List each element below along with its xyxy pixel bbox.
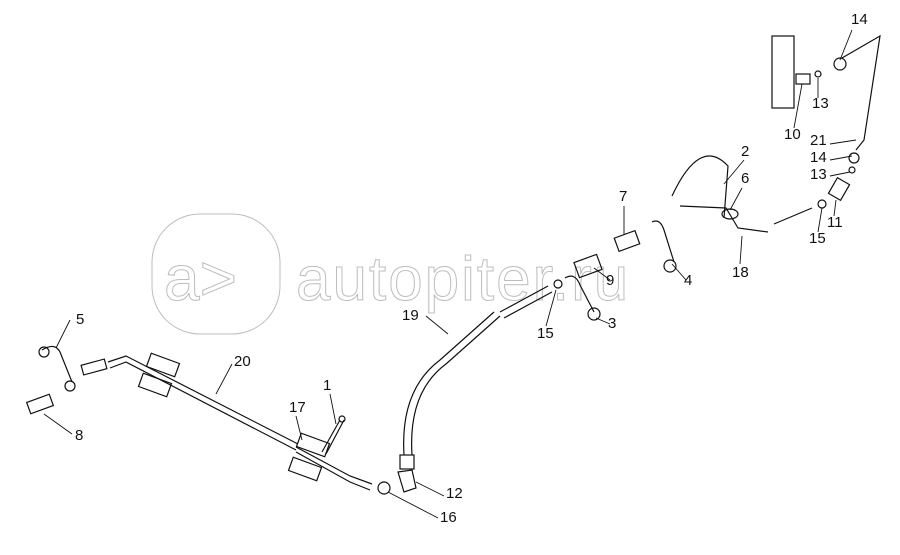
part-filter-body [771, 35, 795, 109]
part-13-washer-top [814, 70, 822, 78]
part-14-nut-top [833, 57, 847, 71]
callout-4: 4 [684, 272, 693, 289]
callout-8: 8 [75, 427, 84, 444]
part-19-hose [399, 285, 553, 470]
callout-18: 18 [732, 264, 749, 281]
part-11-elbow [827, 176, 851, 202]
watermark: a> autopiter.ru [151, 213, 630, 335]
callout-21: 21 [810, 132, 827, 149]
callout-11: 11 [827, 214, 843, 231]
watermark-text: autopiter.ru [296, 245, 630, 314]
callout-5: 5 [76, 311, 85, 328]
callout-10: 10 [784, 126, 801, 143]
callout-13-top: 13 [812, 95, 829, 112]
part-18-pipe [679, 205, 769, 233]
pipe-clamp-right [287, 432, 331, 482]
callout-13-lower: 13 [810, 166, 827, 183]
callout-12: 12 [446, 485, 463, 502]
part-7-fitting [613, 229, 641, 253]
part-3-banjo [564, 275, 601, 321]
parts [25, 34, 881, 495]
leader-lines [43, 29, 857, 519]
part-5-banjo [38, 345, 76, 392]
part-1-bolt [321, 415, 346, 455]
hose-nut-lower [399, 454, 415, 470]
part-20-pipe [80, 355, 373, 491]
part-10-fitting [795, 73, 811, 85]
part-15-washer-right [817, 199, 827, 209]
callout-6: 6 [741, 170, 750, 187]
part-4-banjo [651, 220, 677, 273]
callout-1: 1 [323, 377, 332, 394]
part-14-nut-lower [848, 152, 860, 164]
callout-3: 3 [608, 315, 617, 332]
part-6-grommet [721, 208, 739, 220]
watermark-logo-glyph: a> [164, 242, 237, 314]
callout-16: 16 [440, 509, 457, 526]
callout-7: 7 [619, 188, 628, 205]
callout-15-mid: 15 [537, 325, 554, 342]
part-16-washer [377, 481, 391, 495]
pipe-clamp-left [137, 352, 181, 398]
watermark-logo-frame [151, 213, 281, 335]
part-15-washer [553, 279, 563, 289]
part-2-bracket [671, 155, 729, 219]
part-21-pipe [841, 34, 881, 151]
callout-19: 19 [402, 307, 419, 324]
part-13-washer-lower [848, 166, 856, 174]
callout-17: 17 [289, 399, 306, 416]
callout-2: 2 [741, 143, 750, 160]
callout-14-lower: 14 [810, 149, 827, 166]
callout-20: 20 [234, 353, 251, 370]
part-12-elbow [397, 469, 417, 493]
callout-15-right: 15 [809, 230, 826, 247]
part-pipe-stub [773, 207, 813, 225]
callout-9: 9 [606, 272, 615, 289]
part-9-fitting [573, 253, 603, 279]
callout-14-top: 14 [851, 11, 868, 28]
part-8-fitting [25, 393, 55, 415]
